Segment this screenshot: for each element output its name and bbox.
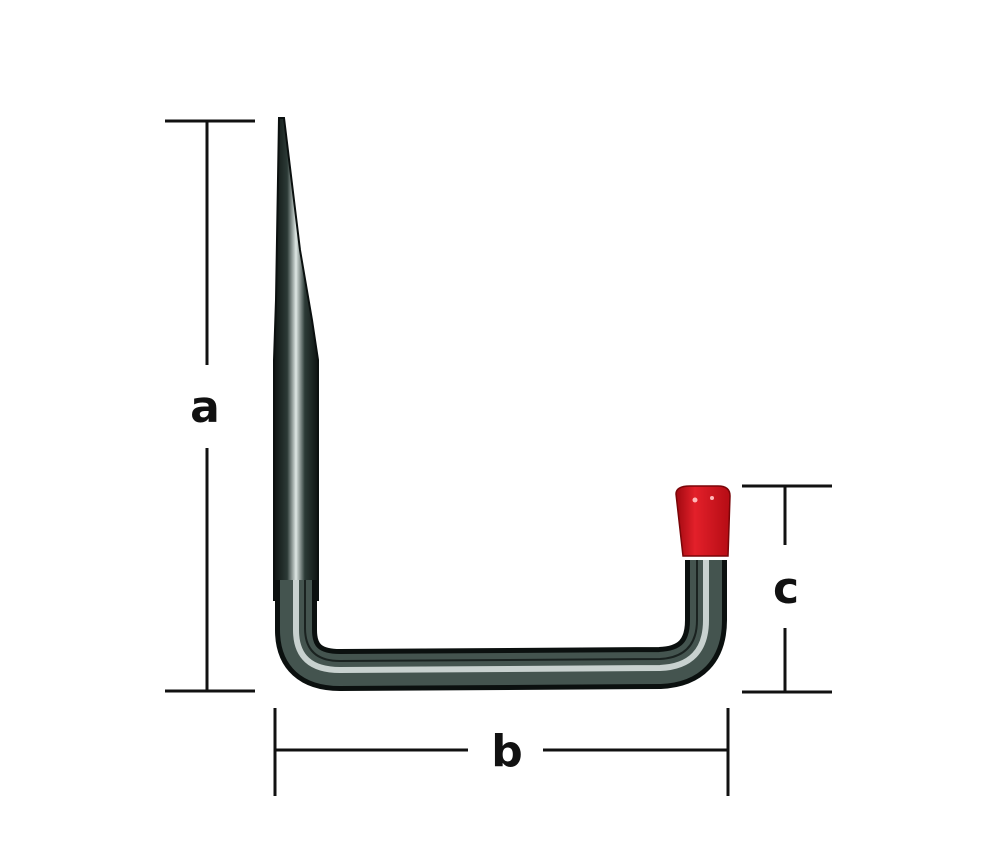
hook <box>273 117 731 692</box>
dimension-a-label: a <box>190 382 220 433</box>
dimension-b-label: b <box>491 726 523 777</box>
dimension-a <box>165 119 255 693</box>
hook-tip-cap <box>675 485 731 557</box>
hook-spike <box>273 117 319 601</box>
dimension-b <box>273 708 730 796</box>
dimension-c-label: c <box>773 563 799 614</box>
dimension-c <box>742 484 832 694</box>
